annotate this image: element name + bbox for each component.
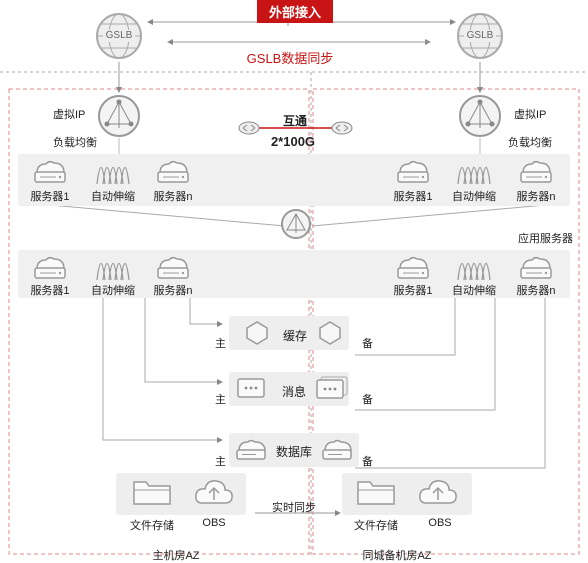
globe-icon — [96, 13, 142, 59]
cloud-server-icon — [34, 256, 66, 279]
row2-item-label-3: 服务器1 — [393, 285, 433, 297]
lb-right-label: 负载均衡 — [508, 137, 552, 149]
row2-item-label-0: 服务器1 — [30, 285, 70, 297]
cloud-server-icon — [157, 256, 189, 279]
app-servers-label: 应用服务器 — [518, 233, 573, 245]
database-primary-label: 主 — [215, 456, 226, 468]
cloud-server-icon — [520, 256, 552, 279]
az-backup-label: 同城备机房AZ — [362, 550, 432, 562]
folder-icon — [133, 481, 171, 505]
vip-left-label: 虚拟IP — [53, 109, 86, 121]
row1-item-label-2: 服务器n — [153, 191, 193, 203]
row2-item-label-5: 服务器n — [516, 285, 556, 297]
obs-cloud-icon — [419, 480, 457, 504]
realtime-sync-label: 实时同步 — [272, 502, 316, 514]
cloud-server-icon — [34, 160, 66, 183]
lb-left-label: 负载均衡 — [53, 137, 97, 149]
load-balancer-icon — [98, 95, 140, 137]
gslb-right-label: GSLB — [466, 30, 494, 41]
az-primary-label: 主机房AZ — [152, 550, 200, 562]
cloud-server-icon — [397, 256, 429, 279]
gslb-left-label: GSLB — [105, 30, 133, 41]
database-server-icon — [322, 439, 352, 460]
message-standby-label: 备 — [362, 394, 373, 406]
cache-hexagon-icon — [246, 321, 268, 345]
vip-right-label: 虚拟IP — [514, 109, 547, 121]
globe-icon — [457, 13, 503, 59]
router-icon — [331, 121, 353, 135]
obs-right-label: OBS — [428, 517, 452, 529]
cloud-server-icon — [397, 160, 429, 183]
message-label: 消息 — [281, 385, 307, 399]
row1-item-label-3: 服务器1 — [393, 191, 433, 203]
row1-item-label-1: 自动伸缩 — [91, 191, 135, 203]
cloud-server-icon — [520, 160, 552, 183]
auto-scaling-icon — [96, 262, 130, 281]
message-queue-icon — [237, 378, 265, 398]
row2-item-label-2: 服务器n — [153, 285, 193, 297]
obs-left-label: OBS — [202, 517, 226, 529]
load-balancer-icon — [459, 95, 501, 137]
folder-icon — [357, 481, 395, 505]
row2-item-label-4: 自动伸缩 — [452, 285, 496, 297]
database-standby-label: 备 — [362, 456, 373, 468]
cache-primary-label: 主 — [215, 338, 226, 350]
database-label: 数据库 — [275, 445, 313, 459]
cache-label: 缓存 — [282, 329, 308, 343]
row1-item-label-5: 服务器n — [516, 191, 556, 203]
router-icon — [238, 121, 260, 135]
row2-item-label-1: 自动伸缩 — [91, 285, 135, 297]
message-queue-icon — [316, 376, 348, 399]
row1-item-label-4: 自动伸缩 — [452, 191, 496, 203]
cache-hexagon-icon — [319, 321, 341, 345]
auto-scaling-icon — [96, 166, 130, 185]
obs-cloud-icon — [195, 480, 233, 504]
external-access-badge: 外部接入 — [257, 0, 334, 23]
file-storage-left-label: 文件存储 — [130, 520, 174, 532]
gslb-sync-label: GSLB数据同步 — [246, 51, 334, 66]
interconnect-label: 互通 — [282, 114, 308, 128]
auto-scaling-icon — [457, 166, 491, 185]
file-storage-right-label: 文件存储 — [354, 520, 398, 532]
auto-scaling-icon — [457, 262, 491, 281]
bandwidth-label: 2*100G — [270, 134, 316, 149]
load-balancer-icon — [281, 209, 311, 239]
cloud-server-icon — [157, 160, 189, 183]
message-primary-label: 主 — [215, 394, 226, 406]
row1-item-label-0: 服务器1 — [30, 191, 70, 203]
database-server-icon — [236, 439, 266, 460]
cache-standby-label: 备 — [362, 338, 373, 350]
